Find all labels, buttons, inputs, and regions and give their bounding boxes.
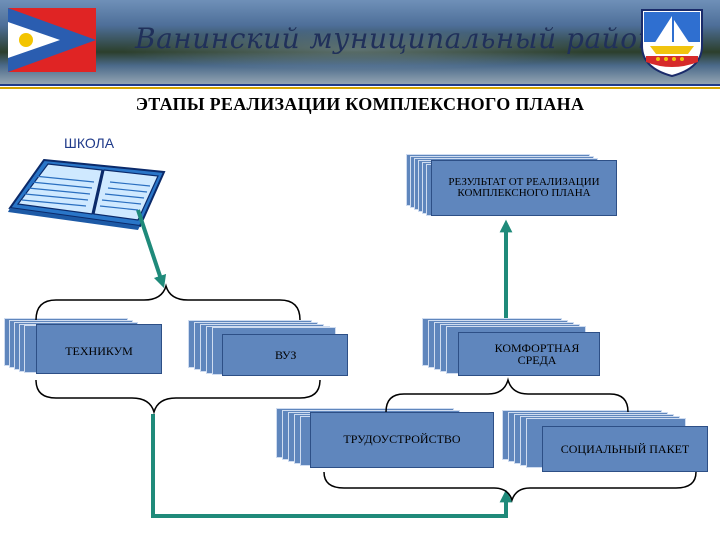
tekhnikum-box: ТЕХНИКУМ bbox=[4, 318, 162, 376]
arrow-bottom-loop bbox=[151, 414, 513, 518]
social-box-label: СОЦИАЛЬНЫЙ ПАКЕТ bbox=[542, 426, 708, 472]
employment-box-label: ТРУДОУСТРОЙСТВО bbox=[310, 412, 494, 468]
result-box: РЕЗУЛЬТАТ ОТ РЕАЛИЗАЦИИ КОМПЛЕКСНОГО ПЛА… bbox=[406, 154, 618, 218]
result-box-label: РЕЗУЛЬТАТ ОТ РЕАЛИЗАЦИИ КОМПЛЕКСНОГО ПЛА… bbox=[431, 160, 617, 216]
vuz-box: ВУЗ bbox=[188, 320, 350, 378]
social-box: СОЦИАЛЬНЫЙ ПАКЕТ bbox=[502, 410, 712, 472]
brace-education-bottom bbox=[35, 379, 321, 415]
district-flag-icon bbox=[8, 8, 96, 72]
arrow-school-to-education bbox=[136, 209, 167, 289]
ship-crest-icon bbox=[641, 9, 703, 78]
tekhnikum-box-label: ТЕХНИКУМ bbox=[36, 324, 162, 374]
open-book-icon bbox=[8, 158, 166, 230]
brace-outcomes-top bbox=[385, 377, 629, 413]
header-rule-blue bbox=[0, 84, 720, 86]
comfort-box: КОМФОРТНАЯ СРЕДА bbox=[422, 318, 606, 378]
header-rule-gold bbox=[0, 87, 720, 89]
employment-box: ТРУДОУСТРОЙСТВО bbox=[276, 408, 496, 470]
banner-title: Ванинский муниципальный район bbox=[135, 22, 657, 55]
comfort-box-label: КОМФОРТНАЯ СРЕДА bbox=[458, 332, 600, 376]
school-label: ШКОЛА bbox=[64, 135, 115, 151]
brace-outcomes-bottom bbox=[323, 471, 697, 503]
banner-glow bbox=[120, 30, 590, 70]
page-title: ЭТАПЫ РЕАЛИЗАЦИИ КОМПЛЕКСНОГО ПЛАНА bbox=[135, 94, 585, 114]
header-banner: Ванинский муниципальный район bbox=[0, 0, 720, 84]
vuz-box-label: ВУЗ bbox=[222, 334, 348, 376]
brace-education-top bbox=[35, 283, 301, 321]
